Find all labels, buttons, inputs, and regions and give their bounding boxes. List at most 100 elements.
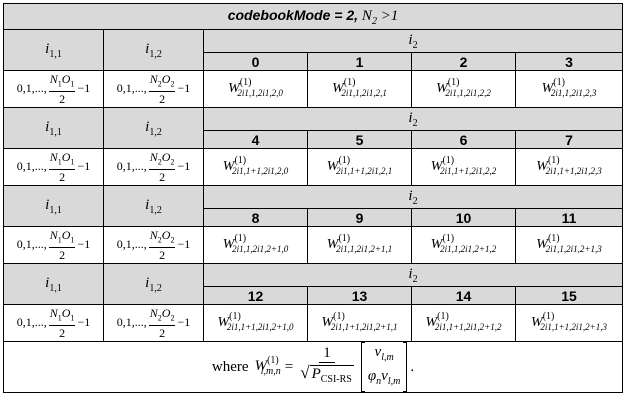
formula-fraction: 1 √PCSI-RS [300,345,354,385]
precoder-cell: W(1)2i1,1+1,2i1,2,2 [411,148,516,186]
header-i2: i2 [202,185,624,209]
i2-index: 3 [514,52,624,71]
precoder-cell: W(1)2i1,1+1,2i1,2+1,0 [203,304,308,342]
i2-label: i2 [408,110,418,129]
precoder-cell: W(1)2i1,1,2i1,2+1,1 [307,226,412,264]
precoder-expression: W(1)2i1,1+1,2i1,2+1,3 [531,311,608,332]
codebook-mode-label: codebookMode = 2, [227,6,359,23]
precoder-expression: W(1)2i1,1,2i1,2+1,1 [326,233,393,254]
precoder-expression: W(1)2i1,1,2i1,2,3 [541,77,597,98]
precoder-cell: W(1)2i1,1,2i1,2+1,2 [411,226,516,264]
i2-index: 10 [411,208,516,227]
i2-index: 9 [307,208,412,227]
precoder-cell: W(1)2i1,1+1,2i1,2,0 [203,148,308,186]
header-row: i1,1 i1,2 i2 [3,29,624,71]
i12-label: i1,2 [145,119,162,138]
i11-label: i1,1 [45,275,62,294]
i12-label: i1,2 [145,275,162,294]
header-i2: i2 [202,263,624,287]
table-title: codebookMode = 2, N2 >1 [2,3,624,30]
i12-label: i1,2 [145,197,162,216]
formula-row: where W(1)l,m,n = 1 √PCSI-RS vl,m φnvl,m… [2,341,624,393]
i2-index: 8 [203,208,308,227]
precoder-expression: W(1)2i1,1,2i1,2+1,3 [536,233,602,254]
header-i2: i2 [202,29,624,53]
formula-vector: vl,m φnvl,m [360,342,408,392]
i2-label: i2 [408,266,418,285]
header-i12: i1,2 [103,29,204,71]
i2-index: 15 [514,286,624,305]
header-row: i1,1 i1,2 i2 [3,185,624,227]
n2-condition: N2 >1 [361,7,399,27]
precoder-cell: W(1)2i1,1+1,2i1,2,1 [307,148,412,186]
i2-index: 13 [307,286,412,305]
precoder-cell: W(1)2i1,1+1,2i1,2,3 [514,148,624,186]
formula-lhs: W(1)l,m,n [254,354,281,377]
precoder-expression: W(1)2i1,1,2i1,2,0 [228,77,283,98]
table-title-row: codebookMode = 2, N2 >1 [2,3,624,30]
i11-label: i1,1 [45,197,62,216]
header-i11: i1,1 [3,107,104,149]
i11-label: i1,1 [45,119,62,138]
precoder-cell: W(1)2i1,1,2i1,2,1 [307,70,412,108]
header-row: i1,1 i1,2 i2 [3,107,624,149]
i2-index: 5 [307,130,412,149]
precoder-expression: W(1)2i1,1+1,2i1,2+1,2 [425,311,502,332]
precoder-expression: W(1)2i1,1,2i1,2+1,0 [222,233,289,254]
i2-index: 11 [514,208,624,227]
precoder-expression: W(1)2i1,1+1,2i1,2,3 [536,155,602,176]
precoder-expression: W(1)2i1,1,2i1,2+1,2 [430,233,497,254]
precoder-cell: W(1)2i1,1,2i1,2,0 [203,70,308,108]
precoder-cell: W(1)2i1,1,2i1,2+1,3 [514,226,624,264]
precoder-formula: where W(1)l,m,n = 1 √PCSI-RS vl,m φnvl,m… [2,341,624,393]
header-i12: i1,2 [103,185,204,227]
header-i11: i1,1 [3,29,104,71]
i2-index: 4 [203,130,308,149]
precoder-cell: W(1)2i1,1+1,2i1,2+1,3 [514,304,624,342]
precoder-expression: W(1)2i1,1+1,2i1,2,2 [430,155,497,176]
header-i12: i1,2 [103,263,204,305]
precoder-expression: W(1)2i1,1+1,2i1,2+1,0 [217,311,294,332]
i2-index: 0 [203,52,308,71]
header-i11: i1,1 [3,185,104,227]
precoder-expression: W(1)2i1,1+1,2i1,2+1,1 [321,311,398,332]
i2-index: 2 [411,52,516,71]
i2-label: i2 [408,32,418,51]
precoder-cell: W(1)2i1,1,2i1,2,3 [514,70,624,108]
precoder-cell: W(1)2i1,1+1,2i1,2+1,1 [307,304,412,342]
i2-label: i2 [408,188,418,207]
i2-index: 14 [411,286,516,305]
i11-label: i1,1 [45,41,62,60]
i2-index: 1 [307,52,412,71]
precoder-cell: W(1)2i1,1,2i1,2+1,0 [203,226,308,264]
precoder-expression: W(1)2i1,1,2i1,2,2 [436,77,491,98]
precoder-expression: W(1)2i1,1+1,2i1,2,0 [222,155,289,176]
precoder-expression: W(1)2i1,1,2i1,2,1 [332,77,387,98]
i2-index: 6 [411,130,516,149]
precoder-expression: W(1)2i1,1+1,2i1,2,1 [326,155,393,176]
i12-label: i1,2 [145,41,162,60]
i2-index: 7 [514,130,624,149]
header-row: i1,1 i1,2 i2 [3,263,624,305]
